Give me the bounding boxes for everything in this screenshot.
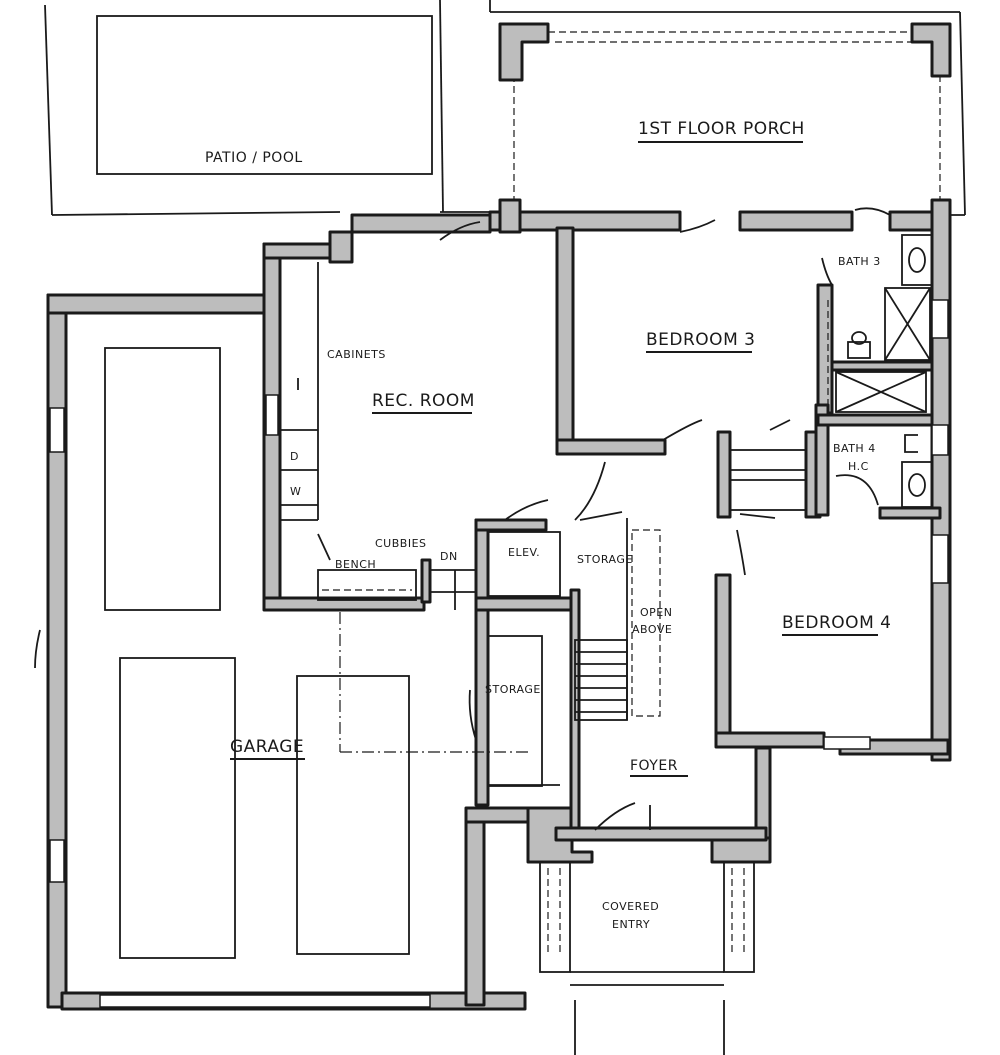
label-rec-room: REC. ROOM <box>372 391 475 411</box>
label-covered-entry-1: COVERED <box>602 900 659 913</box>
label-bedroom-4: BEDROOM 4 <box>782 613 891 633</box>
label-dn: DN <box>440 550 458 563</box>
doors <box>34 207 891 831</box>
label-patio-pool: PATIO / POOL <box>205 150 303 166</box>
porch-area <box>489 0 966 216</box>
label-porch: 1ST FLOOR PORCH <box>638 119 805 139</box>
porch-column-right <box>910 22 952 78</box>
walls <box>46 198 952 1011</box>
windows <box>49 299 949 1008</box>
label-hc: H.C <box>848 460 869 473</box>
label-open-above-2: ABOVE <box>632 623 672 636</box>
label-bath-3: BATH 3 <box>838 255 881 268</box>
label-storage-lower: STORAGE <box>485 683 541 696</box>
label-garage: GARAGE <box>230 737 304 757</box>
label-bath-4: BATH 4 <box>833 442 876 455</box>
room-labels: PATIO / POOL 1ST FLOOR PORCH BEDROOM 3 B… <box>205 119 891 931</box>
label-covered-entry-2: ENTRY <box>612 918 650 931</box>
label-cabinets: CABINETS <box>327 348 386 361</box>
label-storage-upper: STORAGE <box>577 553 633 566</box>
label-open-above-1: OPEN <box>640 606 672 619</box>
patio-pool-area <box>44 0 492 216</box>
label-bench: BENCH <box>335 558 376 571</box>
label-dryer: D <box>290 450 299 463</box>
label-washer: W <box>290 485 301 498</box>
label-cubbies: CUBBIES <box>375 537 427 550</box>
porch-column-left <box>498 22 550 82</box>
label-bedroom-3: BEDROOM 3 <box>646 330 755 350</box>
label-elev: ELEV. <box>508 546 540 559</box>
interior-details <box>104 234 933 1055</box>
label-foyer: FOYER <box>630 758 678 774</box>
